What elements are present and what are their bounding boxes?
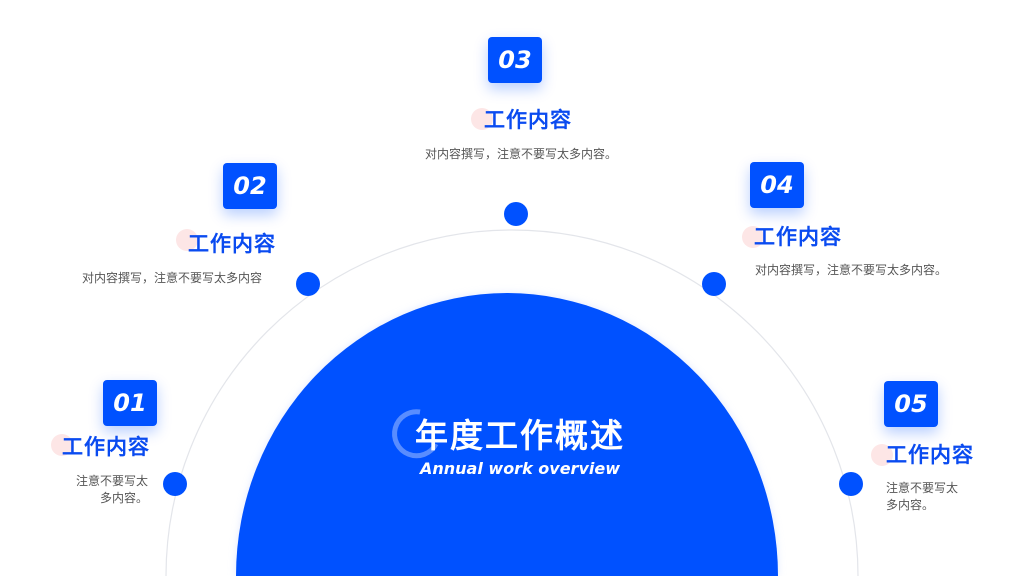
number-badge: 02 [223, 163, 277, 209]
accent-dot [471, 108, 493, 130]
item-title: 工作内容 [886, 443, 974, 467]
item-title: 工作内容 [484, 108, 572, 132]
node-dot-05 [839, 472, 863, 496]
center-title: 年度工作概述 [415, 416, 625, 455]
node-dot-01 [163, 472, 187, 496]
outer-arc-line [165, 229, 859, 576]
accent-dot [871, 444, 893, 466]
item-title: 工作内容 [62, 435, 150, 459]
item-description: 对内容撰写，注意不要写太多内容。 [755, 263, 948, 277]
ring-decoration-icon [392, 409, 439, 459]
number-badge: 04 [750, 162, 804, 208]
node-dot-02 [296, 272, 320, 296]
item-title: 工作内容 [754, 225, 842, 249]
node-dot-04 [702, 272, 726, 296]
number-badge: 05 [884, 381, 938, 427]
center-semicircle [236, 293, 778, 576]
item-description: 注意不要写太 多内容。 [886, 481, 959, 512]
accent-dot [742, 226, 764, 248]
item-description: 对内容撰写，注意不要写太多内容 [82, 271, 263, 285]
item-title: 工作内容 [188, 232, 276, 256]
item-description: 注意不要写太 多内容。 [75, 474, 148, 505]
number-badge: 03 [488, 37, 542, 83]
node-dot-03 [504, 202, 528, 226]
number-badge: 01 [103, 380, 157, 426]
accent-dot [51, 434, 73, 456]
center-subtitle: Annual work overview [420, 459, 620, 478]
accent-dot [176, 229, 198, 251]
item-description: 对内容撰写，注意不要写太多内容。 [425, 147, 618, 161]
